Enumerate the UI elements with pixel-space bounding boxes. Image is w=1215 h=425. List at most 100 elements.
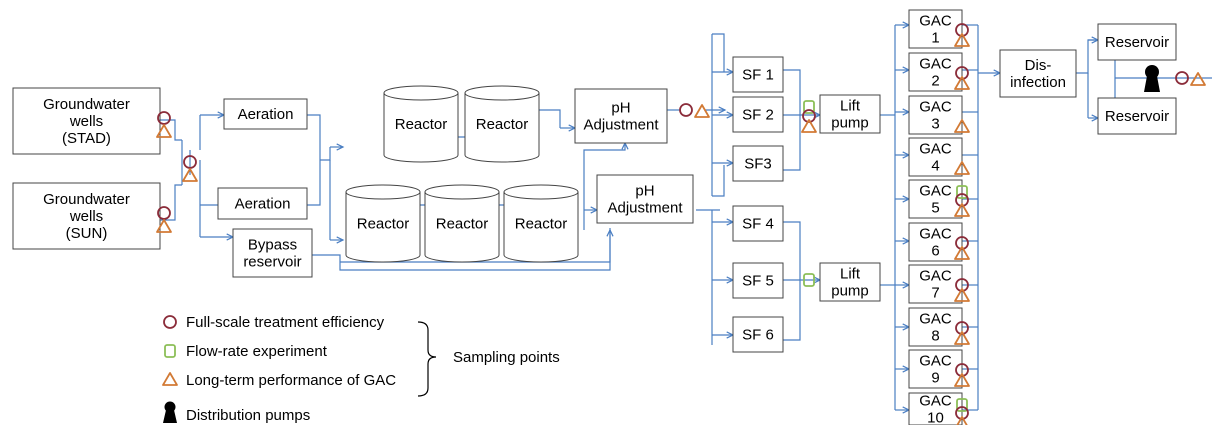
sun-outlet-line bbox=[160, 184, 182, 221]
gac-2-box-frame bbox=[908, 52, 963, 92]
sand-filter-1-box-frame bbox=[732, 56, 784, 93]
sf-dist-3 bbox=[712, 165, 725, 197]
gac-5-box-label: 5 bbox=[931, 200, 939, 217]
sf-top-outlets bbox=[783, 69, 801, 171]
sampling-markers bbox=[156, 23, 1206, 425]
reactor-bottom-3-top bbox=[503, 184, 579, 200]
gac-2-long-term-marker bbox=[954, 76, 970, 90]
gac-6-box-label: GAC bbox=[919, 226, 952, 243]
aeration-top-box-label: Aeration bbox=[238, 106, 294, 123]
legend-item-long-term: Long-term performance of GAC bbox=[162, 372, 396, 389]
lift-pump-top-box-label: Lift bbox=[840, 98, 861, 115]
source-sun-box-frame bbox=[12, 182, 161, 250]
gac-10-box-frame bbox=[908, 392, 963, 425]
reactor-top-2-body bbox=[464, 93, 540, 163]
ph-adjustment-top-box-label: Adjustment bbox=[583, 117, 659, 134]
gac-1-box-frame bbox=[908, 9, 963, 49]
reservoir-1-box-frame bbox=[1097, 23, 1177, 61]
ph-long-term-marker bbox=[694, 104, 710, 118]
sand-filter-2-box-frame bbox=[732, 96, 784, 133]
gac-10-long-term-marker bbox=[956, 416, 968, 425]
source-stad-box-label: wells bbox=[69, 113, 103, 130]
gac-9-long-term-marker bbox=[954, 373, 970, 387]
gac-8-box-label: 8 bbox=[931, 328, 939, 345]
legend-brace bbox=[417, 321, 437, 397]
sand-filter-6-box: SF 6 bbox=[732, 316, 784, 353]
gac-8-box-frame bbox=[908, 307, 963, 347]
gac-6-box-label: 6 bbox=[931, 243, 939, 260]
ph-top-to-sf-arrowhead bbox=[718, 106, 727, 114]
bypass-reservoir-box-label: reservoir bbox=[243, 254, 301, 271]
reactor-bottom-1-top bbox=[345, 184, 421, 200]
lift-top-long-term-marker bbox=[801, 119, 817, 133]
legend-label: Full-scale treatment efficiency bbox=[186, 314, 385, 331]
pump-head bbox=[1145, 65, 1159, 79]
dis-out-top bbox=[1076, 39, 1098, 74]
source-stad-box-label: (STAD) bbox=[62, 130, 111, 147]
sand-filter-5-box-frame bbox=[732, 262, 784, 299]
reactor-top-2-top bbox=[464, 85, 540, 101]
aeration-outlets bbox=[307, 114, 321, 206]
reactor-top-2: Reactor bbox=[464, 85, 540, 163]
source-stad-box-label: Groundwater bbox=[43, 96, 130, 113]
reservoir-2-box-frame bbox=[1097, 97, 1177, 135]
reactor-top-1-top bbox=[383, 85, 459, 101]
lift-pump-top-box-frame bbox=[819, 94, 881, 134]
aeration-bottom-box: Aeration bbox=[217, 187, 308, 220]
gac-3-box-label: 3 bbox=[931, 116, 939, 133]
gac-2-box-label: GAC bbox=[919, 56, 952, 73]
gac-10-box-label: GAC bbox=[919, 393, 952, 410]
sand-filter-4-box: SF 4 bbox=[732, 205, 784, 242]
reactor-bottom-3-label: Reactor bbox=[515, 216, 568, 233]
gac-9-box-frame bbox=[908, 349, 963, 389]
gac-2-box-label: 2 bbox=[931, 73, 939, 90]
sand-filter-3-box-label: SF3 bbox=[744, 156, 772, 173]
gac-8-box-label: GAC bbox=[919, 311, 952, 328]
gac-5-flow-rate-marker bbox=[956, 185, 968, 199]
reservoir-2-box-label: Reservoir bbox=[1105, 108, 1169, 125]
aeration-bottom-box-label: Aeration bbox=[235, 196, 291, 213]
gac-4-long-term-marker bbox=[954, 161, 970, 175]
reservoir-2-box: Reservoir bbox=[1097, 97, 1177, 135]
gac-1-full-scale-marker bbox=[955, 23, 969, 37]
gac-7-full-scale-marker bbox=[955, 278, 969, 292]
sand-filter-5-box: SF 5 bbox=[732, 262, 784, 299]
disinfection-box-label: infection bbox=[1010, 74, 1066, 91]
gac-8-full-scale-marker bbox=[955, 321, 969, 335]
gac-5-long-term-marker bbox=[954, 203, 970, 217]
legend-item-distribution: Distribution pumps bbox=[163, 401, 310, 424]
sand-filter-6-box-frame bbox=[732, 316, 784, 353]
aeration-top-box: Aeration bbox=[223, 98, 308, 130]
to-top-reactors-arrowhead bbox=[336, 143, 345, 151]
reactor-bottom-1-label: Reactor bbox=[357, 216, 410, 233]
legend-pump-icon-head bbox=[164, 401, 176, 413]
reservoir-1-box: Reservoir bbox=[1097, 23, 1177, 61]
reactor-bottom-3-body bbox=[503, 192, 579, 263]
to-ph-top-from-bottom bbox=[583, 143, 626, 178]
gac-10-full-scale-marker bbox=[955, 406, 969, 420]
lift-pump-bottom-box-label: pump bbox=[831, 283, 869, 300]
sand-filter-3-box-frame bbox=[732, 145, 784, 182]
sand-filter-2-box-label: SF 2 bbox=[742, 107, 774, 124]
sf-bottom-outlets bbox=[783, 221, 801, 341]
reservoir-1-box-label: Reservoir bbox=[1105, 34, 1169, 51]
ph-adjustment-top-box-label: pH bbox=[611, 100, 630, 117]
distribution-full-scale-marker bbox=[1175, 71, 1189, 85]
legend-label: Long-term performance of GAC bbox=[186, 372, 396, 389]
sf-dist-1 bbox=[712, 33, 725, 72]
gac-7-box-frame bbox=[908, 264, 963, 304]
sand-filter-5-box-label: SF 5 bbox=[742, 273, 774, 290]
reactor-bottom-2: Reactor bbox=[424, 184, 500, 263]
source-stad-box-frame bbox=[12, 87, 161, 155]
